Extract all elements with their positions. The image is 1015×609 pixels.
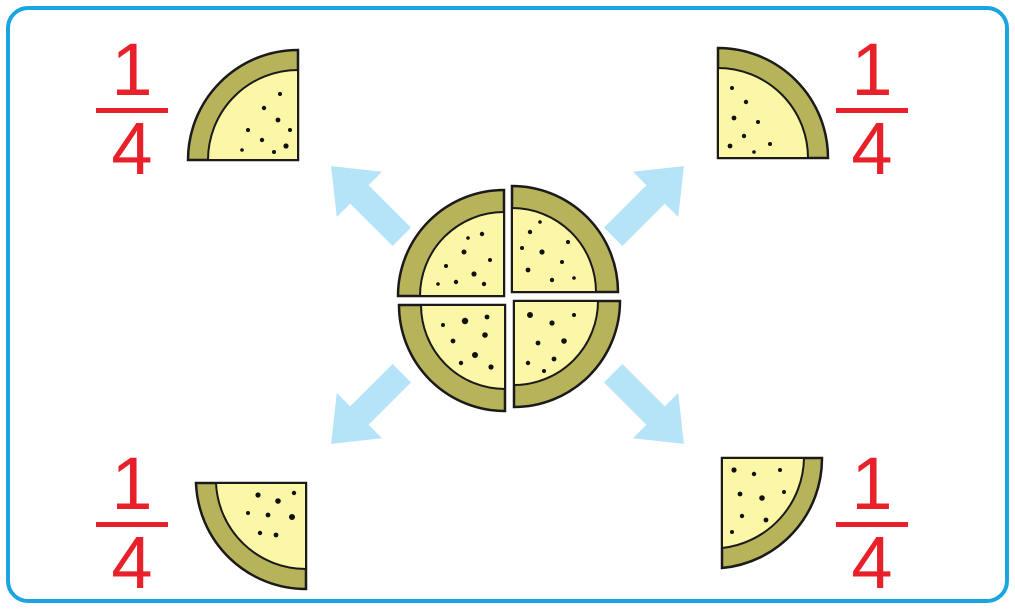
pizza-quarter-slice-icon [398, 190, 504, 296]
pizza-cut-into-quarters-icon [398, 186, 620, 411]
pizza-quarter-slice-icon [188, 50, 298, 160]
fraction-denominator: 4 [92, 115, 172, 183]
pizza-quarter-slice-icon [512, 186, 618, 292]
pizza-quarter-slice-icon [196, 483, 306, 589]
fraction-top-right: 1 4 [832, 36, 912, 183]
pizza-quarter-slice-icon [718, 48, 828, 158]
pizza-quarter-slice-icon [399, 305, 505, 411]
pizza-quarter-slice-icon [722, 458, 822, 568]
fraction-numerator: 1 [92, 450, 172, 518]
fraction-bottom-left: 1 4 [92, 450, 172, 597]
fraction-bottom-right: 1 4 [832, 450, 912, 597]
fraction-numerator: 1 [832, 450, 912, 518]
arrows-group [308, 143, 706, 466]
pizza-quarter-slice-icon [514, 301, 620, 407]
fraction-numerator: 1 [92, 36, 172, 104]
fraction-denominator: 4 [92, 529, 172, 597]
arrow-icon [308, 351, 424, 467]
fraction-top-left: 1 4 [92, 36, 172, 183]
arrow-icon [591, 143, 707, 259]
fraction-denominator: 4 [832, 115, 912, 183]
arrow-icon [308, 143, 424, 259]
fraction-numerator: 1 [832, 36, 912, 104]
fraction-denominator: 4 [832, 529, 912, 597]
arrow-icon [591, 351, 707, 467]
